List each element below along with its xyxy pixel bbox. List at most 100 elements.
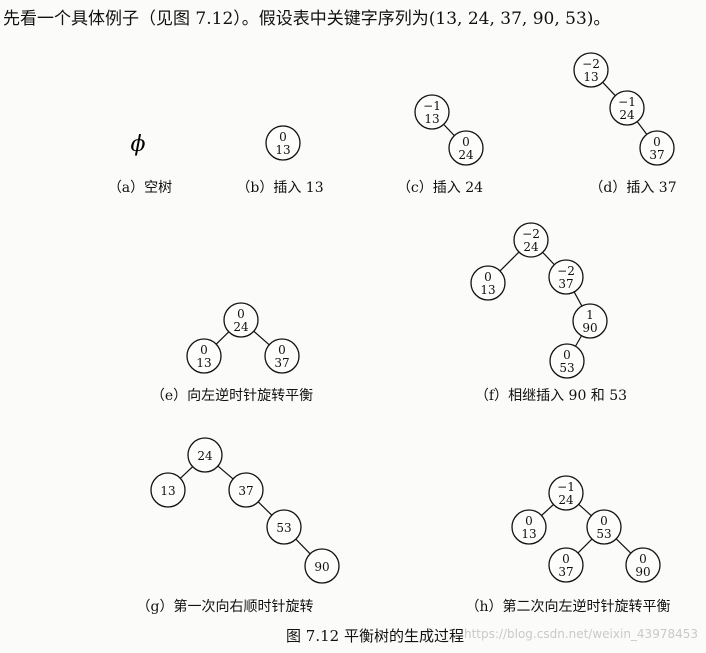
node-balance-factor: 0 [639,552,647,566]
tree-node-e-1: 130 [186,338,222,374]
node-circle [266,509,302,545]
node-circle [548,259,584,295]
node-circle [264,338,300,374]
node-key: 24 [197,449,213,463]
node-circle [150,472,186,508]
node-key: 13 [275,143,290,157]
tree-edge-g-2 [257,501,273,516]
tree-edge-e-1 [253,330,270,346]
tree-node-c-1: 240 [448,130,484,166]
node-circle [187,437,223,473]
node-balance-factor: −2 [522,227,540,241]
node-balance-factor: 0 [600,514,608,528]
node-circle [265,125,301,161]
tree-node-e-0: 240 [223,302,259,338]
node-circle [573,52,609,88]
tree-node-e-2: 370 [264,338,300,374]
node-circle [586,509,622,545]
node-circle [223,302,259,338]
node-circle [572,303,608,339]
tree-edge-h-3 [615,538,632,554]
tree-edge-c-0 [443,123,455,137]
node-balance-factor: 0 [200,343,208,357]
node-key: 24 [523,240,539,254]
intro-paragraph: 先看一个具体例子（见图 7.12）。假设表中关键字序列为(13, 24, 37,… [3,9,611,29]
node-balance-factor: 0 [562,552,570,566]
node-key: 90 [314,560,329,574]
tree-node-g-4: 90 [304,548,340,584]
node-key: 53 [276,521,291,535]
tree-edge-g-0 [179,466,194,479]
node-balance-factor: −2 [582,57,600,71]
node-key: 13 [583,70,598,84]
node-circle [448,130,484,166]
tree-node-d-0: 13−2 [573,52,609,88]
node-balance-factor: −1 [618,95,636,109]
tree-node-g-1: 13 [150,472,186,508]
tree-edge-f-2 [573,291,583,307]
caption-f: （f）相继插入 90 和 53 [475,388,627,404]
node-key: 90 [582,321,597,335]
node-balance-factor: 0 [563,348,571,362]
node-key: 13 [480,283,495,297]
node-balance-factor: 0 [279,130,287,144]
node-circle [548,475,584,511]
node-circle [228,472,264,508]
node-balance-factor: 0 [484,270,492,284]
tree-node-c-0: 13−1 [414,94,450,130]
tree-node-h-1: 130 [511,509,547,545]
node-key: 37 [558,277,573,291]
tree-edge-f-3 [574,335,583,347]
tree-edges [179,81,648,555]
node-key: 13 [521,527,536,541]
tree-edge-g-3 [295,538,311,555]
tree-node-f-3: 901 [572,303,608,339]
node-circle [549,343,585,379]
node-circle [548,547,584,583]
caption-d: （d）插入 37 [589,180,676,196]
node-key: 53 [596,527,611,541]
tree-edge-d-0 [602,81,616,97]
node-key: 37 [238,484,253,498]
node-circle [414,94,450,130]
tree-node-f-2: 37−2 [548,259,584,295]
node-circle [513,222,549,258]
node-circle [609,90,645,126]
node-balance-factor: 0 [278,343,286,357]
tree-node-d-2: 370 [639,130,675,166]
node-key: 24 [619,108,635,122]
node-balance-factor: 0 [237,307,245,321]
node-circle [511,509,547,545]
caption-b: （b）插入 13 [236,180,323,196]
tree-edge-e-0 [215,331,230,345]
tree-edge-h-0 [541,504,554,516]
node-circle [470,265,506,301]
tree-edge-d-1 [636,121,648,135]
caption-g: （g）第一次向右顺时针旋转 [137,598,314,615]
tree-node-f-4: 530 [549,343,585,379]
empty-tree-symbol: ϕ [131,132,146,157]
tree-node-g-2: 37 [228,472,264,508]
tree-node-g-0: 24 [187,437,223,473]
caption-e: （e）向左逆时针旋转平衡 [151,388,313,404]
node-key: 37 [649,148,664,162]
node-key: 37 [558,565,573,579]
tree-edge-f-1 [542,251,555,266]
node-key: 24 [558,493,574,507]
caption-h: （h）第二次向左逆时针旋转平衡 [465,598,670,615]
node-balance-factor: 0 [653,135,661,149]
caption-c: （c）插入 24 [397,180,483,196]
node-balance-factor: −1 [423,99,441,113]
node-circle [304,548,340,584]
node-key: 53 [559,361,574,375]
tree-node-g-3: 53 [266,509,302,545]
node-key: 13 [424,112,439,126]
tree-edge-g-1 [217,465,234,480]
node-balance-factor: −2 [557,264,575,278]
tree-edge-f-0 [499,251,520,272]
node-key: 24 [233,320,249,334]
node-key: 90 [635,565,650,579]
node-circle [186,338,222,374]
